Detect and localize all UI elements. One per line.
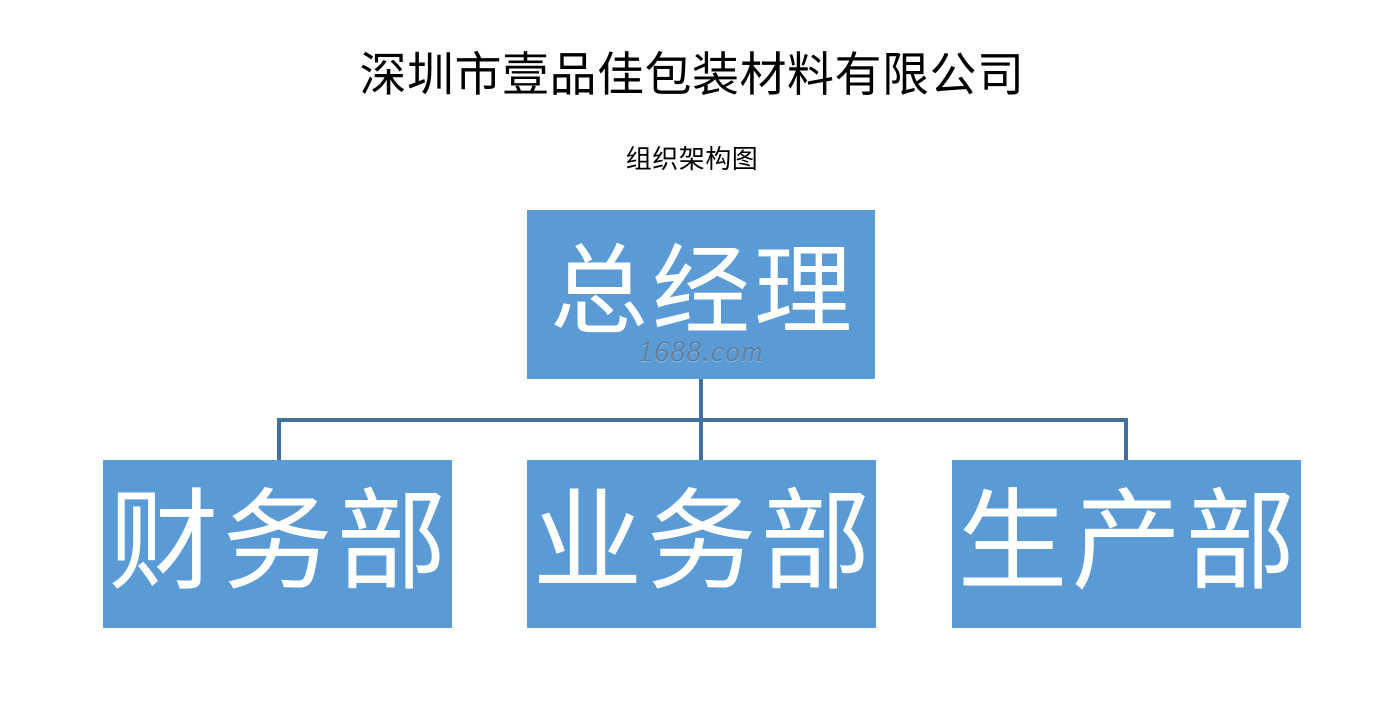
org-node-business-department[interactable]: 业务部: [527, 460, 876, 628]
page-subtitle: 组织架构图: [625, 145, 759, 174]
org-node-finance-department[interactable]: 财务部: [103, 460, 452, 628]
connector-branch-left: [277, 418, 281, 461]
org-node-production-department[interactable]: 生产部: [952, 460, 1301, 628]
connector-branch-right: [1124, 418, 1128, 461]
page-title: 深圳市壹品佳包装材料有限公司: [359, 50, 1025, 102]
org-node-general-manager[interactable]: 总经理: [527, 210, 875, 379]
org-node-label: 业务部: [532, 482, 875, 604]
org-node-label: 财务部: [108, 482, 451, 604]
org-node-label: 生产部: [957, 482, 1300, 604]
org-node-label: 总经理: [549, 238, 856, 347]
connector-horizontal-bus: [277, 418, 1128, 422]
